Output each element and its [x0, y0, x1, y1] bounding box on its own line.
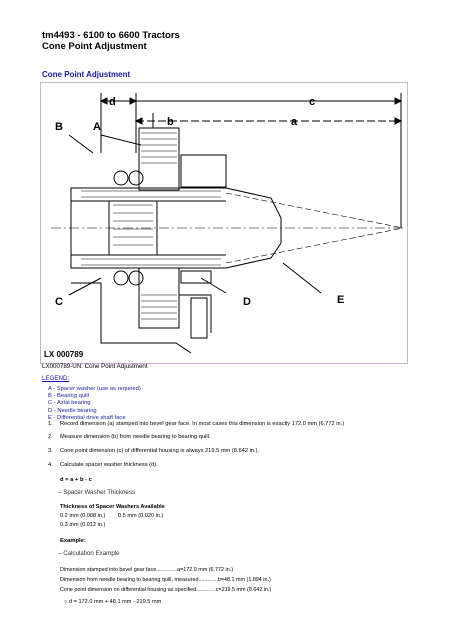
cone-line-upper — [225, 192, 404, 229]
document-header: tm4493 - 6100 to 6600 Tractors Cone Poin… — [42, 30, 180, 52]
bearing-quill-upper — [138, 127, 180, 191]
step-2: 2. Measure dimension (b) from needle bear… — [48, 434, 211, 440]
step-number: 3. — [48, 448, 53, 454]
table-row: 0.3 mm (0.012 in.) — [60, 521, 165, 530]
hatching — [113, 204, 153, 246]
step-text: Record dimension (a) stamped into bevel … — [60, 421, 345, 427]
roller-bearing — [128, 170, 144, 186]
calc-lines: Dimension stamped into bevel gear face..… — [60, 565, 271, 595]
document-subtitle: Cone Point Adjustment — [42, 41, 147, 52]
bearing-quill-lower — [138, 267, 180, 329]
pinion-shaft — [70, 187, 282, 269]
step-number: 2. — [48, 434, 53, 440]
section-title: Cone Point Adjustment — [42, 70, 131, 79]
arrow-head — [134, 117, 143, 125]
arrow-head — [99, 97, 108, 105]
label-b: b — [167, 116, 174, 128]
step-text: Measure dimension (b) from needle bearin… — [60, 434, 211, 440]
cone-line-lower — [225, 227, 404, 264]
step-1: 1. Record dimension (a) stamped into beve… — [48, 421, 344, 427]
figure-frame: d c b a A B C D E LX 000789 — [40, 82, 408, 364]
step-4: 4. Calculate spacer washer thickness (d). — [48, 462, 158, 468]
step-text: Cone point dimension (c) of differential… — [60, 448, 260, 454]
calc-line: Dimension from needle bearing to bearing… — [60, 577, 271, 583]
expand-icon: – — [58, 489, 62, 496]
formula: d = a + b - c — [60, 477, 92, 483]
label-c: c — [309, 96, 315, 108]
arrow-head — [394, 117, 403, 125]
label-d: d — [109, 96, 116, 108]
cone-point-diagram: d c b a A B C D E LX 000789 — [44, 93, 404, 359]
label-B: B — [55, 121, 63, 133]
spacer-heading[interactable]: – Spacer Washer Thickness — [58, 489, 135, 496]
label-D: D — [243, 296, 251, 308]
final-calculation: ○ d = 172.0 mm + 48.1 mm - 219.5 mm — [64, 599, 161, 605]
needle-bearing — [180, 270, 212, 284]
step-number: 4. — [48, 462, 53, 468]
example-label: Example: — [60, 538, 86, 544]
document-title: tm4493 - 6100 to 6600 Tractors — [42, 30, 180, 41]
label-A: A — [93, 121, 101, 133]
legend-item-d: D - Needle bearing — [48, 407, 97, 414]
table-cell: 0.3 mm (0.012 in.) — [60, 522, 106, 528]
arrow-head — [129, 97, 138, 105]
leader-line-c — [68, 277, 102, 296]
label-E: E — [337, 294, 344, 306]
legend-item-a: A - Spacer washer (use as required) — [48, 386, 141, 392]
legend-item-c: C - Axial bearing — [48, 400, 91, 407]
legend-item-b: B - Bearing quill — [48, 393, 89, 400]
calc-line: Cone point dimension on differential hou… — [60, 587, 272, 593]
legend-list: A - Spacer washer (use as required) B - … — [48, 386, 141, 422]
table-heading: Thickness of Spacer Washers Available — [60, 504, 165, 510]
expand-icon: – — [58, 550, 62, 557]
bolt — [190, 297, 208, 339]
roller-bearing — [128, 270, 144, 286]
legend-link[interactable]: LEGEND: — [42, 375, 70, 382]
label-C: C — [55, 296, 63, 308]
table-cell: 0.5 mm (0.020 in.) — [118, 513, 164, 519]
step-number: 1. — [48, 421, 53, 427]
figure-caption: LX000789-UN: Cone Point Adjustment — [42, 363, 148, 370]
roller-bearing — [113, 170, 129, 186]
leader-line-d — [200, 277, 227, 294]
calc-heading[interactable]: – Calculation Example — [58, 550, 120, 557]
final-text: d = 172.0 mm + 48.1 mm - 219.5 mm — [68, 599, 162, 605]
label-a: a — [291, 116, 298, 128]
leader-line-e — [282, 262, 322, 294]
legend-item-e: E - Differential drive shaft face — [48, 414, 126, 421]
step-3: 3. Cone point dimension (c) of differenti… — [48, 448, 259, 454]
table-row: 0.2 mm (0.008 in.) 0.5 mm (0.020 in.) — [60, 512, 165, 521]
calc-heading-text: Calculation Example — [63, 550, 120, 557]
table-cell: 0.2 mm (0.008 in.) — [60, 513, 106, 519]
step-text: Calculate spacer washer thickness (d). — [60, 462, 158, 468]
roller-bearing — [113, 270, 129, 286]
bearing-cap-upper — [180, 154, 227, 188]
spacer-table: Thickness of Spacer Washers Available 0.… — [60, 503, 165, 530]
spacer-heading-text: Spacer Washer Thickness — [63, 489, 136, 496]
figure-id: LX 000789 — [44, 350, 84, 359]
leader-line-b — [68, 134, 94, 154]
hatching — [81, 190, 221, 266]
bullet-icon: ○ — [64, 599, 68, 605]
leader-line-a — [100, 134, 142, 146]
arrow-head — [394, 97, 403, 105]
hatching — [141, 294, 177, 320]
hatching — [141, 132, 177, 164]
calc-line: Dimension stamped into bevel gear face..… — [60, 567, 234, 573]
